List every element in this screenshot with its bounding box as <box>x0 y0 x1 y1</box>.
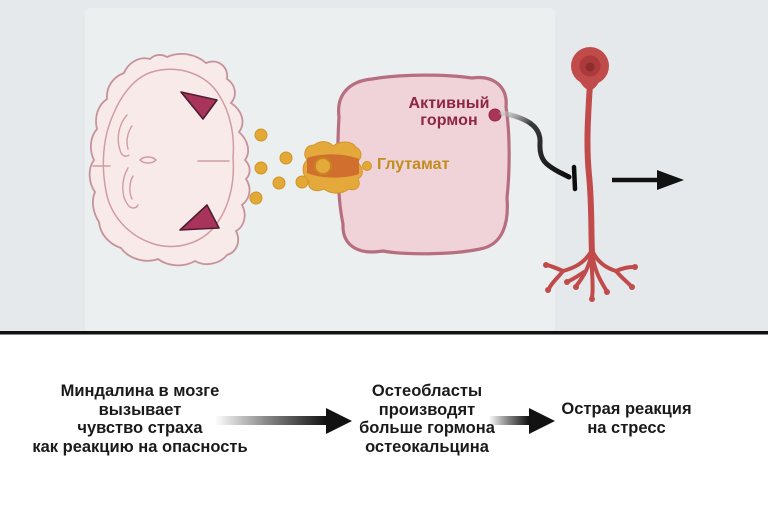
receptor-channel-icon <box>302 141 363 194</box>
brain-ventricles <box>92 114 230 209</box>
flow-step-osteoblasts: Остеобласты производят больше гормона ос… <box>359 382 495 456</box>
glutamate-label-dot <box>362 161 372 171</box>
flow-step-amygdala: Миндалина в мозге вызывает чувство страх… <box>32 382 248 456</box>
active-hormone-label: Активный гормон <box>408 95 490 129</box>
diagram-canvas <box>0 0 768 335</box>
amygdala-highlight-bottom-icon <box>179 204 220 231</box>
flow-arrow-1-head <box>326 407 352 434</box>
brain-inner-outline <box>102 68 235 248</box>
flow-arrow-2-head <box>529 407 555 434</box>
glutamate-label: Глутамат <box>377 156 450 173</box>
amygdala-highlight-top-icon <box>180 91 218 120</box>
flow-arrow-1-body <box>216 416 326 425</box>
neuron-cell-icon <box>543 47 638 302</box>
diagram-scene: Активный гормон Глутамат <box>0 0 768 335</box>
glutamate-molecules-icon <box>249 128 372 205</box>
right-arrow-icon <box>612 170 684 190</box>
divider-line <box>0 331 768 335</box>
brain-coronal-section-icon <box>88 52 251 267</box>
flow-step-stress-response: Острая реакция на стресс <box>561 400 692 437</box>
neuron-branch-knobs <box>543 262 638 302</box>
flow-arrow-2-body <box>489 416 529 425</box>
inhibition-curved-arrow-icon <box>499 110 578 192</box>
